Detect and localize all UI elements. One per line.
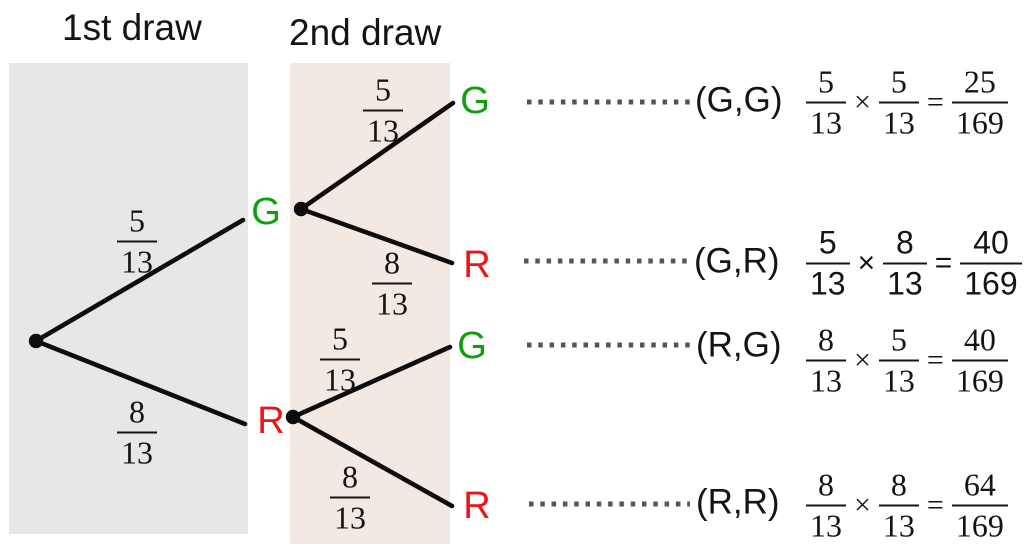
fraction-denominator: 169: [951, 359, 1008, 397]
probability-root-R: 8 13: [117, 396, 157, 469]
equals-operator: =: [934, 246, 953, 279]
equation-fraction-2: 8 13: [878, 466, 919, 542]
second-draw-header: 2nd draw: [289, 12, 442, 53]
fraction-denominator: 13: [806, 504, 846, 542]
first-draw-panel: [9, 63, 248, 534]
equation-fraction-1: 8 13: [806, 469, 846, 542]
equation-fraction-1: 8 13: [806, 324, 846, 397]
fraction-denominator: 13: [806, 101, 846, 139]
outcome-equation-GR: 5 13 × 8 13 = 40 169: [806, 227, 1022, 300]
fraction-numerator: 5: [375, 71, 391, 108]
equation-fraction-2: 8 13: [883, 227, 927, 300]
times-operator: ×: [854, 85, 871, 118]
fraction-denominator: 13: [363, 109, 403, 147]
node-label-first-G: G: [251, 191, 281, 233]
equation-result-fraction: 25 169: [951, 63, 1008, 139]
probability-R-G: 5 13: [320, 323, 360, 396]
fraction-numerator: 64: [963, 466, 996, 503]
equation-fraction-1: 5 13: [806, 66, 846, 139]
fraction-numerator: 8: [818, 321, 834, 358]
branch-R-to-G: [290, 344, 453, 420]
probability-root-G: 5 13: [117, 205, 157, 278]
outcome-pair-GG: (G,G): [695, 80, 783, 120]
outcome-pair-RG: (R,G): [696, 325, 782, 365]
branch-R-to-R: [290, 414, 455, 509]
fraction-denominator: 169: [951, 101, 1008, 139]
equation-fraction-2: 5 13: [878, 63, 919, 139]
fraction-numerator: 40: [963, 321, 996, 358]
fraction-numerator: 5: [890, 321, 907, 358]
outcome-equation-RG: 8 13 × 5 13 = 40 169: [806, 324, 1008, 397]
node-label-first-R: R: [257, 400, 285, 442]
equation-result-fraction: 40 169: [951, 321, 1008, 397]
fraction-denominator: 13: [372, 282, 412, 320]
times-operator: ×: [854, 488, 871, 521]
node-label-second-RG: G: [457, 325, 487, 367]
fraction-numerator: 5: [818, 63, 834, 100]
fraction-denominator: 13: [878, 101, 919, 139]
fraction-denominator: 13: [883, 262, 927, 300]
node-label-second-GR: R: [463, 244, 491, 286]
fraction-numerator: 5: [129, 202, 145, 239]
fraction-denominator: 13: [806, 359, 846, 397]
fraction-numerator: 8: [890, 466, 907, 503]
branch-G-to-R: [298, 206, 455, 266]
first-draw-header: 1st draw: [62, 7, 202, 48]
outcome-pair-GR: (G,R): [694, 241, 780, 281]
times-operator: ×: [857, 246, 876, 279]
branch-root-to-R: [33, 338, 248, 427]
fraction-numerator: 8: [818, 466, 834, 503]
outcome-pair-RR: (R,R): [696, 482, 780, 522]
fraction-numerator: 8: [896, 224, 914, 261]
equals-operator: =: [926, 343, 944, 376]
fraction-denominator: 169: [951, 504, 1008, 542]
node-label-second-GG: G: [460, 80, 490, 122]
equation-fraction-1: 5 13: [806, 227, 850, 300]
branch-G-to-G: [298, 100, 456, 212]
fraction-denominator: 13: [117, 431, 157, 469]
probability-R-R: 8 13: [330, 461, 370, 534]
node-label-second-RR: R: [463, 485, 491, 527]
probability-G-R: 8 13: [372, 247, 412, 320]
second-draw-panel: [290, 63, 450, 544]
fraction-denominator: 13: [330, 496, 370, 534]
branch-root-to-G: [33, 217, 246, 344]
R-node-dot: [285, 409, 301, 425]
fraction-numerator: 5: [818, 224, 837, 261]
fraction-denominator: 13: [878, 504, 919, 542]
fraction-numerator: 8: [384, 244, 400, 281]
equation-result-fraction: 64 169: [951, 466, 1008, 542]
fraction-numerator: 40: [973, 224, 1009, 261]
G-node-dot: [293, 201, 309, 217]
fraction-denominator: 13: [878, 359, 919, 397]
fraction-numerator: 25: [963, 63, 996, 100]
root-node-dot: [28, 333, 44, 349]
equation-fraction-2: 5 13: [878, 321, 919, 397]
times-operator: ×: [854, 343, 871, 376]
fraction-denominator: 13: [806, 262, 850, 300]
fraction-numerator: 5: [332, 320, 348, 357]
probability-G-G: 5 13: [363, 74, 403, 147]
fraction-denominator: 13: [320, 358, 360, 396]
fraction-numerator: 5: [890, 63, 907, 100]
outcome-equation-RR: 8 13 × 8 13 = 64 169: [806, 469, 1008, 542]
fraction-denominator: 13: [117, 240, 157, 278]
equals-operator: =: [926, 85, 944, 118]
fraction-denominator: 169: [960, 262, 1022, 300]
equals-operator: =: [926, 488, 944, 521]
fraction-numerator: 8: [129, 393, 145, 430]
fraction-numerator: 8: [342, 458, 358, 495]
equation-result-fraction: 40 169: [960, 224, 1022, 300]
outcome-equation-GG: 5 13 × 5 13 = 25 169: [806, 66, 1008, 139]
